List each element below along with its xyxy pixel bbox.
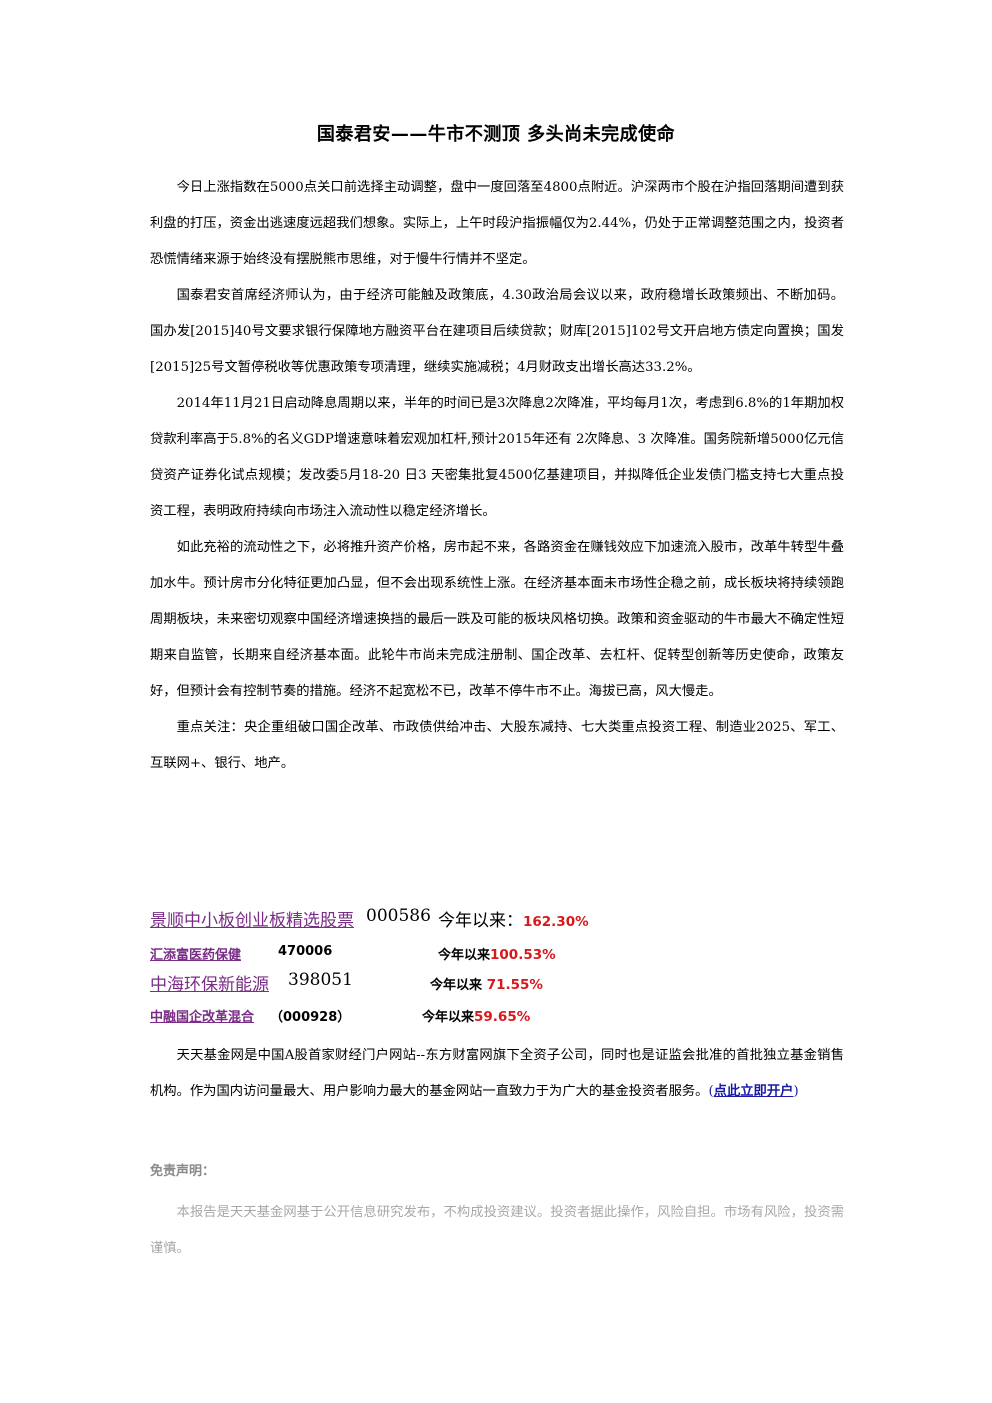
paragraph-focus: 重点关注：央企重组破口国企改革、市政债供给冲击、大股东减持、七大类重点投资工程、…: [150, 720, 844, 771]
fund-list: 景顺中小板创业板精选股票 000586 今年以来：162.30% 汇添富医药保健…: [150, 906, 844, 1034]
disclaimer: 本报告是天天基金网基于公开信息研究发布，不构成投资建议。投资者据此操作，风险自担…: [150, 1195, 844, 1267]
fund-performance: 今年以来59.65%: [422, 1006, 530, 1025]
fund-performance-label: 今年以来：: [438, 911, 523, 931]
fund-link[interactable]: 汇添富医药保健: [150, 948, 242, 963]
fund-performance-label: 今年以来: [438, 948, 491, 963]
fund-row: 汇添富医药保健 470006 今年以来100.53%: [150, 938, 844, 970]
site-intro: 天天基金网是中国A股首家财经门户网站--东方财富网旗下全资子公司，同时也是证监会…: [150, 1038, 844, 1110]
fund-link[interactable]: 中融国企改革混合: [150, 1010, 255, 1025]
fund-performance-value: 59.65%: [474, 1009, 531, 1025]
paragraph-3: 2014年11月21日启动降息周期以来，半年的时间已是3次降息2次降准，平均每月…: [150, 396, 844, 519]
open-account-link[interactable]: 点此立即开户: [713, 1084, 794, 1099]
article-body: 今日上涨指数在5000点关口前选择主动调整，盘中一度回落至4800点附近。沪深两…: [150, 170, 844, 782]
fund-link[interactable]: 景顺中小板创业板精选股票: [150, 911, 354, 931]
fund-performance-value: 100.53%: [490, 947, 556, 963]
article-title: 国泰君安——牛市不测顶 多头尚未完成使命: [316, 124, 676, 145]
fund-code: 470006: [278, 944, 333, 959]
fund-performance-value: 162.30%: [523, 914, 589, 930]
fund-code: 000586: [366, 906, 431, 926]
disclaimer-title: 免责声明：: [150, 1164, 216, 1179]
fund-performance-label: 今年以来: [430, 978, 483, 993]
site-intro-paragraph: 天天基金网是中国A股首家财经门户网站--东方财富网旗下全资子公司，同时也是证监会…: [150, 1038, 844, 1110]
paren-open: (: [708, 1084, 714, 1099]
fund-performance-value: 71.55%: [482, 977, 543, 993]
paragraph-1: 今日上涨指数在5000点关口前选择主动调整，盘中一度回落至4800点附近。沪深两…: [150, 180, 844, 267]
fund-performance: 今年以来100.53%: [438, 944, 556, 963]
fund-code: （000928）: [270, 1010, 351, 1025]
fund-link[interactable]: 中海环保新能源: [150, 975, 269, 995]
fund-row: 景顺中小板创业板精选股票 000586 今年以来：162.30%: [150, 906, 844, 938]
disclaimer-text: 本报告是天天基金网基于公开信息研究发布，不构成投资建议。投资者据此操作，风险自担…: [150, 1205, 844, 1256]
fund-performance: 今年以来 71.55%: [430, 974, 543, 993]
fund-row: 中海环保新能源 398051 今年以来 71.55%: [150, 970, 844, 1002]
fund-row: 中融国企改革混合 （000928） 今年以来59.65%: [150, 1002, 844, 1034]
site-intro-text: 天天基金网是中国A股首家财经门户网站--东方财富网旗下全资子公司，同时也是证监会…: [150, 1048, 844, 1099]
paragraph-4: 如此充裕的流动性之下，必将推升资产价格，房市起不来，各路资金在赚钱效应下加速流入…: [150, 540, 844, 699]
fund-code: 398051: [288, 970, 353, 990]
paragraph-2: 国泰君安首席经济师认为，由于经济可能触及政策底，4.30政治局会议以来，政府稳增…: [150, 288, 844, 375]
fund-performance: 今年以来：162.30%: [438, 906, 589, 931]
fund-performance-label: 今年以来: [422, 1010, 475, 1025]
paren-close: ): [793, 1084, 799, 1099]
